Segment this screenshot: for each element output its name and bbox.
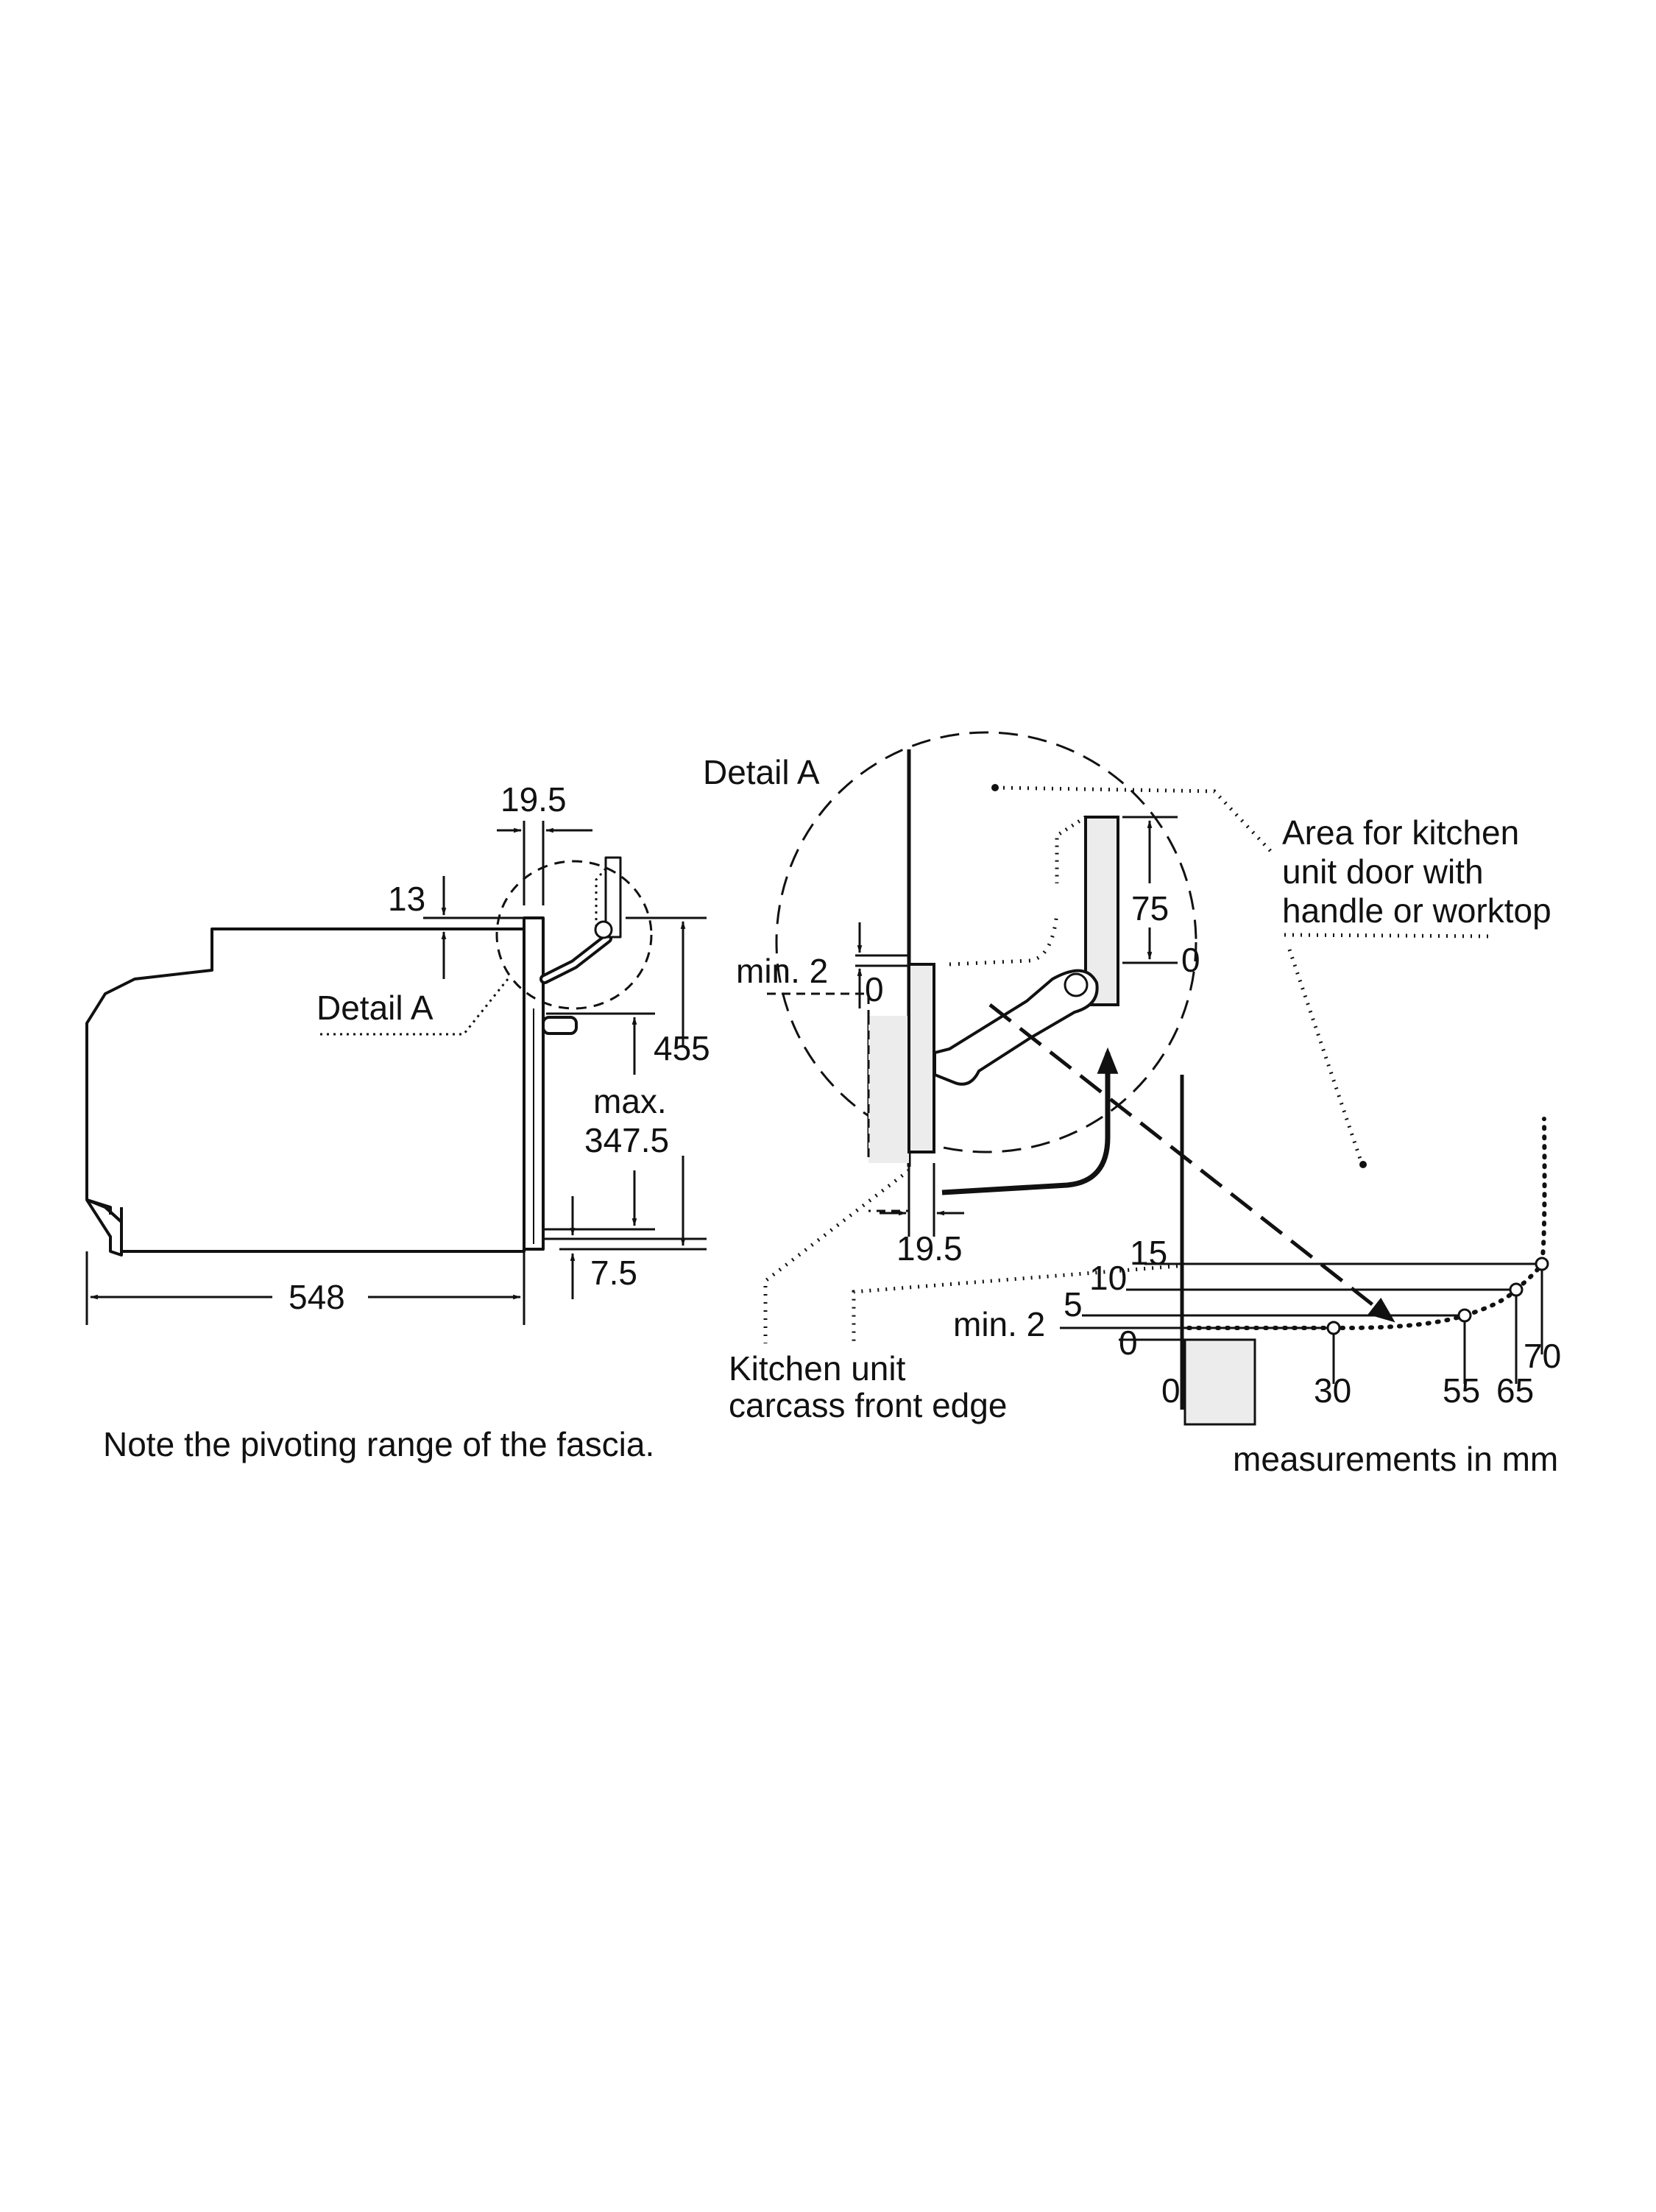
fascia-closed (907, 963, 935, 1153)
detail-a-view: Detail A (703, 731, 1551, 1424)
dim-19-5-side: 19.5 (500, 780, 567, 819)
side-dimensions (85, 821, 707, 1325)
oven-body-outline (85, 927, 524, 1257)
pivot-note: Note the pivoting range of the fascia. (103, 1425, 654, 1463)
detail-19-5: 19.5 (896, 1229, 963, 1268)
area-label-line-1: Area for kitchen (1282, 813, 1519, 852)
curve-x-0: 0 (1161, 1371, 1181, 1410)
dashed-pointer (988, 1003, 1395, 1323)
curve-x-55: 55 (1443, 1371, 1480, 1410)
oven-back-foot (104, 1206, 123, 1223)
dim-548: 548 (289, 1278, 345, 1316)
curve-y-min2: min. 2 (953, 1305, 1045, 1343)
dim-7-5: 7.5 (590, 1254, 637, 1292)
detail-a-circle (775, 731, 1197, 1153)
dim-455: 455 (654, 1029, 710, 1067)
curve-y-10: 10 (1089, 1259, 1127, 1297)
detail-a-title: Detail A (703, 753, 820, 791)
detail-zero: 0 (865, 970, 884, 1008)
oven-bottom-edge (120, 929, 526, 1253)
area-label: Area for kitchen unit door with handle o… (991, 784, 1551, 1168)
curve-x-65: 65 (1496, 1371, 1534, 1410)
area-label-line-3: handle or worktop (1282, 891, 1551, 930)
curve-y-15: 15 (1130, 1234, 1167, 1272)
detail-75: 75 (1131, 889, 1169, 927)
oven-back-step (86, 1198, 106, 1209)
detail-0-right: 0 (1181, 941, 1200, 979)
oven-knob (542, 1016, 578, 1035)
carcass-block (1183, 1338, 1256, 1426)
carcass-label-line-1: Kitchen unit (729, 1349, 906, 1388)
hinge-arm (933, 969, 1099, 1086)
detail-a-circle-small (495, 860, 653, 1010)
units-note: measurements in mm (1233, 1440, 1558, 1478)
curve-x-30: 30 (1314, 1371, 1351, 1410)
clearance-curve-chart: 15 10 5 min. 2 0 0 30 55 65 70 (953, 1075, 1561, 1426)
side-dimension-labels: 19.5 13 455 max. 347.5 7.5 548 Detail A (289, 780, 710, 1316)
dim-max-value: 347.5 (584, 1121, 669, 1159)
dim-13: 13 (388, 880, 425, 918)
mini-fascia (539, 856, 622, 984)
detail-min-2: min. 2 (736, 952, 828, 990)
side-detail-a-label: Detail A (316, 989, 434, 1027)
area-label-line-2: unit door with (1282, 852, 1484, 891)
carcass-label: Kitchen unit carcass front edge (729, 1169, 1178, 1424)
oven-side-view (85, 856, 622, 1257)
dim-max-label: max. (593, 1082, 667, 1120)
curve-y-0: 0 (1119, 1324, 1138, 1362)
curve-x-70: 70 (1524, 1337, 1561, 1375)
curve-y-5: 5 (1064, 1285, 1083, 1324)
carcass-label-line-2: carcass front edge (729, 1386, 1007, 1424)
pivot-curve (1186, 1117, 1547, 1331)
pivot-arrow (941, 1047, 1119, 1195)
